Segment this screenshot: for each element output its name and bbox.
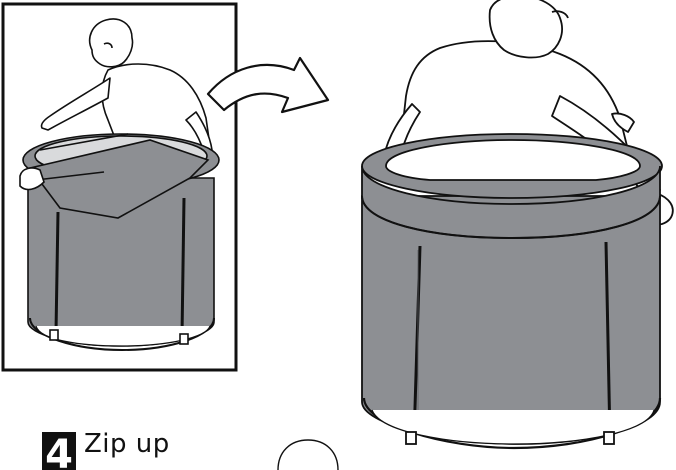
main-illustration bbox=[362, 0, 673, 448]
detail-callout-circle bbox=[278, 440, 338, 470]
inset-tub bbox=[20, 134, 219, 350]
step-number-badge: 4 bbox=[42, 432, 76, 470]
step-title: Zip up bbox=[84, 428, 170, 460]
main-tub bbox=[362, 134, 662, 448]
inset-panel bbox=[3, 4, 236, 370]
